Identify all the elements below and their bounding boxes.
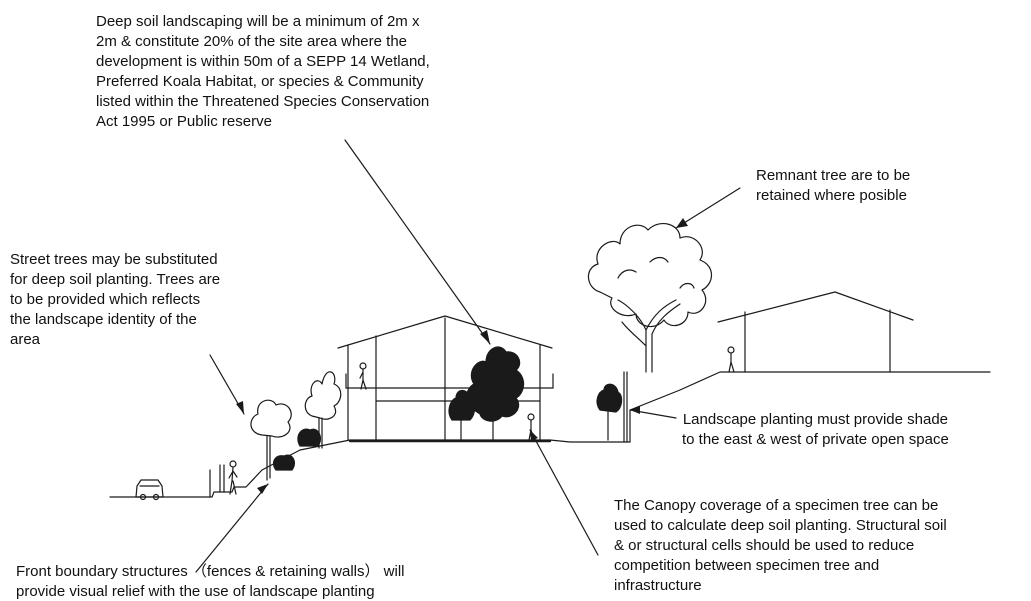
person-icon bbox=[728, 347, 734, 372]
note-line: used to calculate deep soil planting. St… bbox=[614, 517, 947, 534]
deep-soil-note: Deep soil landscaping will be a minimum … bbox=[96, 12, 430, 132]
note-line: area bbox=[10, 331, 41, 348]
note-line: for deep soil planting. Trees are bbox=[10, 271, 221, 288]
note-line: the landscape identity of the bbox=[10, 311, 197, 328]
note-line: The Canopy coverage of a specimen tree c… bbox=[614, 497, 939, 514]
person-icon bbox=[360, 363, 366, 389]
tree-icon bbox=[449, 391, 474, 441]
street-tree-icon bbox=[251, 400, 291, 480]
note-line: Act 1995 or Public reserve bbox=[96, 113, 272, 130]
retaining-wall bbox=[210, 465, 224, 497]
note-line: infrastructure bbox=[614, 577, 702, 594]
specimen-tree-icon bbox=[466, 347, 523, 440]
note-line: retained where posible bbox=[756, 187, 907, 204]
remnant-tree-note: Remnant tree are to be retained where po… bbox=[756, 166, 910, 206]
note-line: provide visual relief with the use of la… bbox=[16, 583, 375, 600]
leader-arrowheads bbox=[236, 218, 688, 494]
right-house bbox=[718, 292, 913, 372]
ground-line bbox=[110, 372, 990, 497]
note-line: competition between specimen tree and bbox=[614, 557, 880, 574]
note-line: Street trees may be substituted bbox=[10, 251, 218, 268]
canopy-note: The Canopy coverage of a specimen tree c… bbox=[614, 496, 947, 596]
note-line: listed within the Threatened Species Con… bbox=[96, 93, 430, 110]
shrub-icon bbox=[274, 455, 295, 470]
street-trees-note: Street trees may be substituted for deep… bbox=[10, 250, 220, 350]
fence-post bbox=[624, 372, 627, 442]
note-line: development is within 50m of a SEPP 14 W… bbox=[96, 53, 430, 70]
note-line: to the east & west of private open space bbox=[682, 431, 949, 448]
landscape-shade-note: Landscape planting must provide shade to… bbox=[682, 410, 949, 450]
remnant-tree-icon bbox=[588, 224, 711, 372]
note-line: to be provided which reflects bbox=[10, 291, 201, 308]
note-line: Preferred Koala Habitat, or species & Co… bbox=[96, 73, 424, 90]
shrub-icon bbox=[298, 429, 321, 446]
note-line: Deep soil landscaping will be a minimum … bbox=[96, 13, 420, 30]
person-icon bbox=[229, 461, 237, 494]
front-boundary-note: Front boundary structures （fences & reta… bbox=[16, 562, 405, 601]
note-line: Landscape planting must provide shade bbox=[682, 411, 949, 428]
note-line: 2m & constitute 20% of the site area whe… bbox=[96, 33, 408, 50]
note-line: Front boundary structures （fences & reta… bbox=[16, 563, 405, 580]
car-icon bbox=[136, 480, 163, 500]
tree-icon bbox=[597, 384, 622, 440]
note-line: & or structural cells should be used to … bbox=[614, 537, 915, 554]
note-line: Remnant tree are to be bbox=[756, 167, 911, 184]
